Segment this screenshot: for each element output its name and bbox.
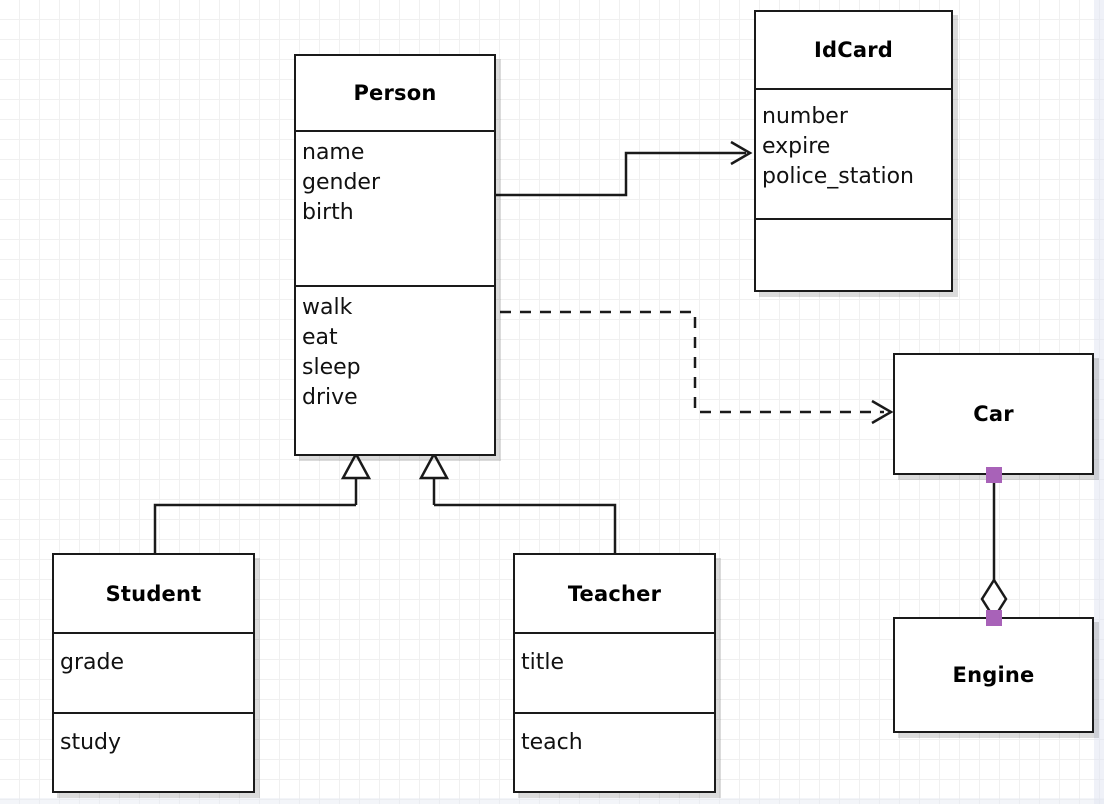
connector-car-engine[interactable] <box>980 475 1008 621</box>
attribute-row: title <box>521 650 565 675</box>
operation-row: teach <box>521 730 583 755</box>
operation-row: walk <box>302 295 353 320</box>
operation-row: sleep <box>302 355 361 380</box>
attributes-person: name gender birth <box>296 130 494 285</box>
class-name-engine: Engine <box>952 663 1035 687</box>
attribute-row: grade <box>60 650 124 675</box>
attribute-row: birth <box>302 200 354 225</box>
canvas-bottom-edge <box>0 798 1104 804</box>
attributes-student: grade <box>54 632 253 712</box>
operations-idcard <box>756 218 951 290</box>
uml-class-engine[interactable]: Engine <box>893 617 1094 733</box>
class-name-idcard: IdCard <box>813 38 894 62</box>
uml-class-person[interactable]: Person name gender birth walk eat sleep … <box>294 54 496 456</box>
attribute-row: number <box>762 104 848 129</box>
attribute-row: expire <box>762 134 831 159</box>
connector-person-idcard[interactable] <box>496 140 753 197</box>
operation-row: drive <box>302 385 358 410</box>
attribute-row: gender <box>302 170 380 195</box>
operations-person: walk eat sleep drive <box>296 285 494 454</box>
uml-class-student[interactable]: Student grade study <box>52 553 255 793</box>
class-name-teacher: Teacher <box>567 581 662 606</box>
connector-student-person[interactable] <box>153 451 372 553</box>
uml-class-car[interactable]: Car <box>893 353 1094 475</box>
uml-class-idcard[interactable]: IdCard number expire police_station <box>754 10 953 292</box>
class-name-student: Student <box>105 581 202 606</box>
canvas-right-edge <box>1094 0 1104 804</box>
attributes-teacher: title <box>515 632 714 712</box>
class-name-person: Person <box>353 81 437 105</box>
operations-student: study <box>54 712 253 791</box>
operation-row: study <box>60 730 122 755</box>
connector-person-car[interactable] <box>500 310 894 425</box>
operation-row: eat <box>302 325 338 350</box>
attribute-row: name <box>302 140 365 165</box>
connector-teacher-person[interactable] <box>418 451 617 553</box>
uml-class-teacher[interactable]: Teacher title teach <box>513 553 716 793</box>
attribute-row: police_station <box>762 164 914 189</box>
attributes-idcard: number expire police_station <box>756 88 951 218</box>
class-name-car: Car <box>973 402 1014 426</box>
operations-teacher: teach <box>515 712 714 791</box>
